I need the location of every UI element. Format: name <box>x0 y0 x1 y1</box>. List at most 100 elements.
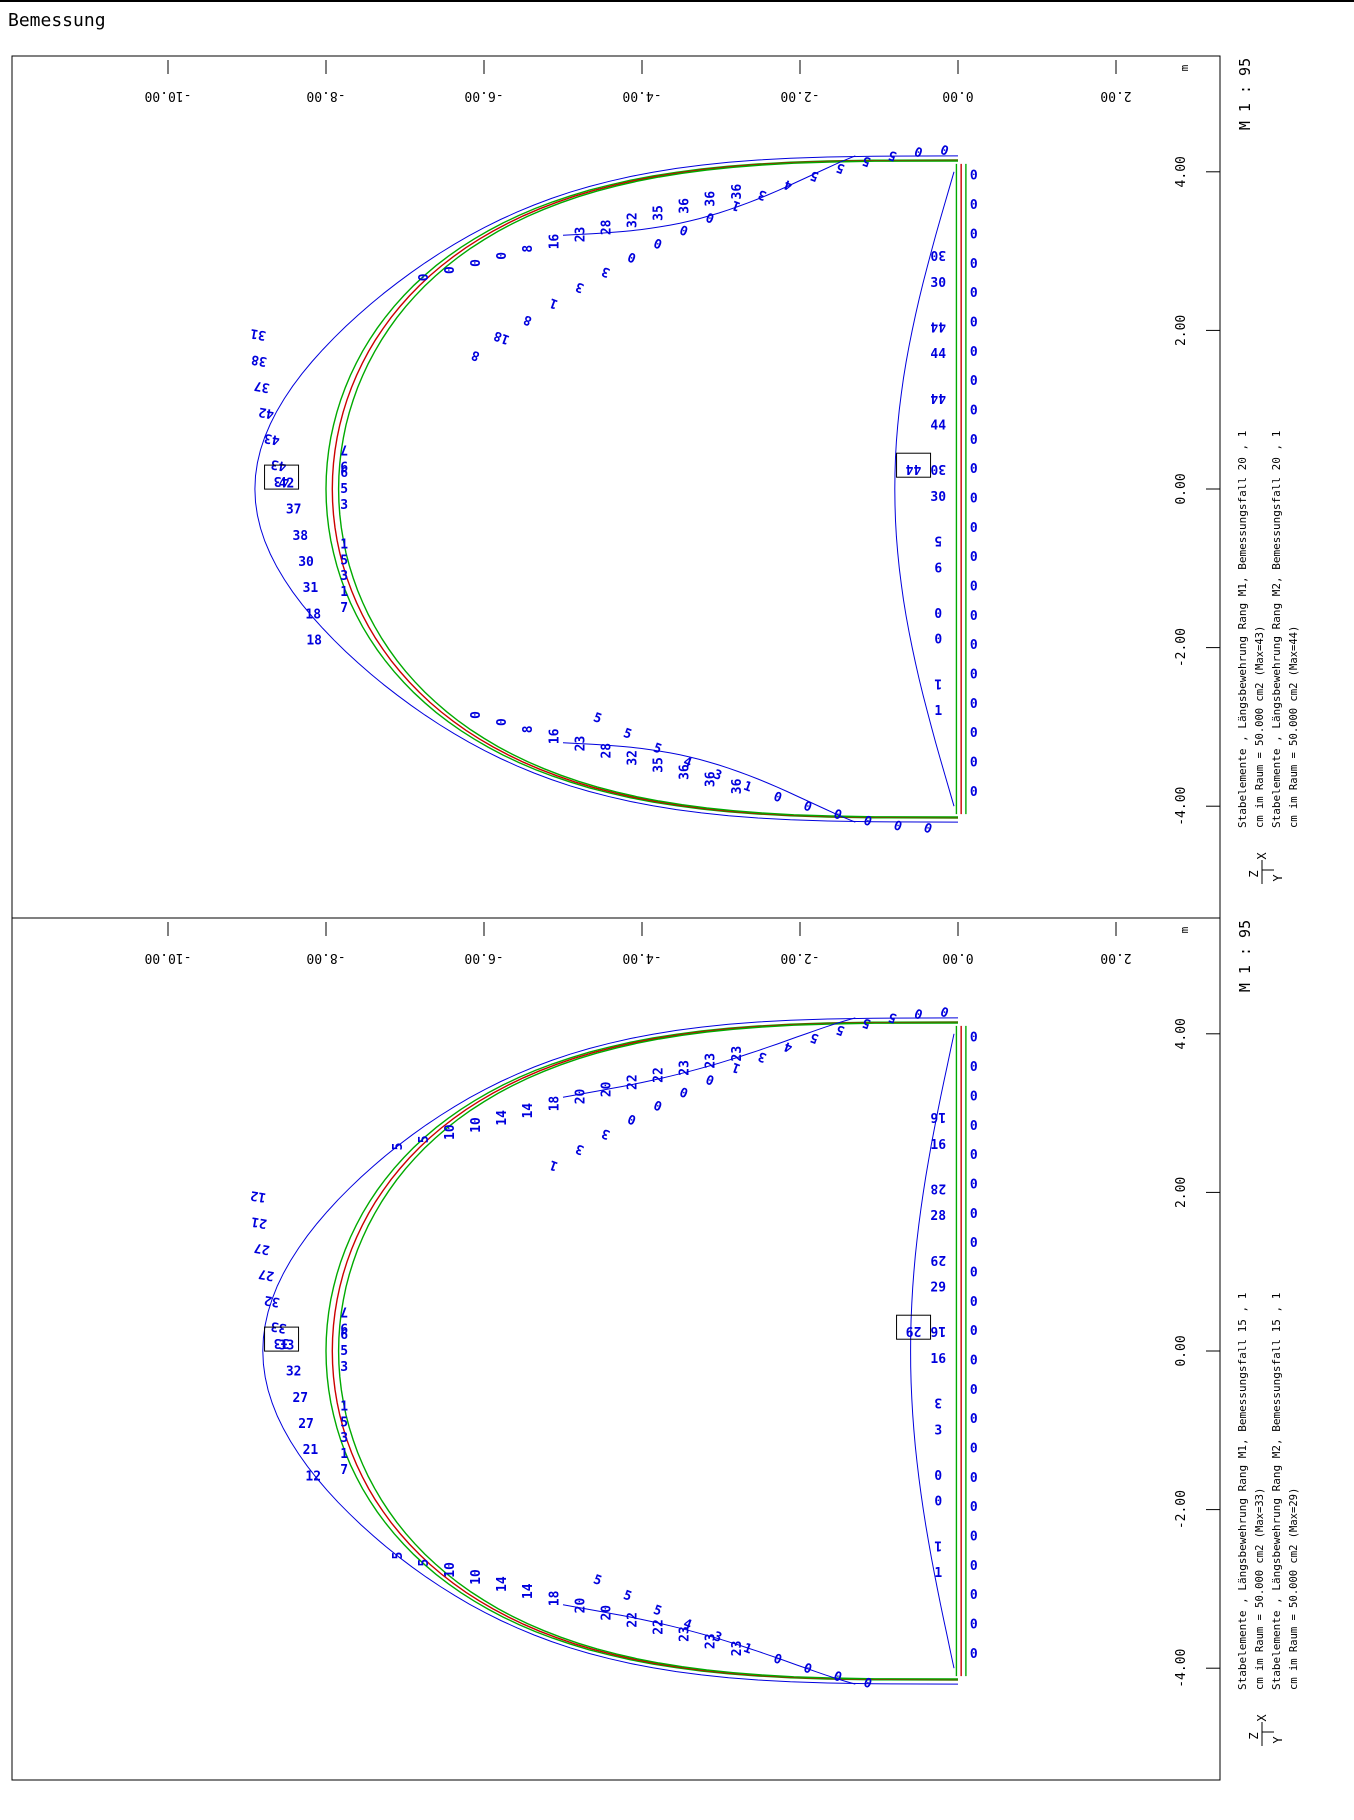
rim-bottom-value: 0 <box>921 821 934 838</box>
floor-value: 28 <box>930 1180 946 1195</box>
floor-zero: 0 <box>970 1442 978 1457</box>
rim-top-inner-value: 10 <box>469 1117 484 1133</box>
max-floor-value: 44 <box>906 461 922 476</box>
tick-label-right: 4.00 <box>1174 1018 1189 1049</box>
crown-inner-value: 3 <box>340 498 348 513</box>
floor-zero: 0 <box>970 403 978 418</box>
legend-line: cm im Raum = 50.000 cm2 (Max=29) <box>1288 1488 1300 1690</box>
rim-top-inner-value: 20 <box>573 1088 588 1104</box>
rim-top-value: 0 <box>626 248 639 265</box>
floor-value: 30 <box>930 461 946 476</box>
arch-member <box>325 159 959 819</box>
crown-inner-value: 7 <box>340 1463 348 1478</box>
legend-line: Stabelemente , Längsbewehrung Rang M2, B… <box>1270 1293 1283 1690</box>
floor-zero: 0 <box>970 374 978 389</box>
rim-bottom-inner-value: 10 <box>469 1569 484 1585</box>
crown-value: 18 <box>305 607 321 622</box>
crown-value: 42 <box>279 476 295 491</box>
crown-inner-value: 9 <box>340 457 348 472</box>
rim-bottom-inner-value: 23 <box>573 736 588 752</box>
scale-label: M 1 : 95 <box>1236 58 1254 130</box>
rim-bottom-inner-value: 23 <box>730 1641 745 1657</box>
tick-label-right: 2.00 <box>1174 1177 1189 1208</box>
tick-label-top: -10.00 <box>145 950 192 965</box>
max-crown-value: 33 <box>274 1335 290 1350</box>
rim-bottom-inner-value: 23 <box>678 1626 693 1642</box>
floor-zero: 0 <box>970 1236 978 1251</box>
legend-line: cm im Raum = 50.000 cm2 (Max=33) <box>1254 1488 1266 1690</box>
page-title: Bemessung <box>8 10 106 31</box>
floor-value: 30 <box>930 490 946 505</box>
rim-top-inner-value: 22 <box>625 1074 640 1090</box>
rim-top-value: 0 <box>939 1002 952 1019</box>
floor-value: 1 <box>934 675 942 690</box>
rim-bottom-inner-value: 5 <box>417 1559 432 1567</box>
crown-value: 18 <box>306 633 322 648</box>
tick-label-top: 2.00 <box>1100 950 1131 965</box>
rim-bottom-value: 5 <box>621 726 633 743</box>
rim-bottom-value: 5 <box>651 1603 663 1620</box>
tick-label-right: 0.00 <box>1174 1335 1189 1366</box>
legend-line: cm im Raum = 50.000 cm2 (Max=43) <box>1254 626 1266 828</box>
floor-zero: 0 <box>970 1295 978 1310</box>
rim-bottom-inner-value: 16 <box>547 728 562 744</box>
rim-bottom-value: 5 <box>591 1572 603 1589</box>
crown-value: 30 <box>298 555 314 570</box>
floor-zero: 0 <box>970 785 978 800</box>
floor-zero: 0 <box>970 1177 978 1192</box>
rim-top-value: 3 <box>574 278 586 295</box>
floor-zero: 0 <box>970 1383 978 1398</box>
axis-x: X <box>1255 852 1269 860</box>
tick-label-top: -6.00 <box>464 950 503 965</box>
crown-value: 37 <box>253 377 271 394</box>
crown-inner-value: 5 <box>340 553 348 568</box>
floor-value: 1 <box>934 704 942 719</box>
floor-value: 1 <box>934 1566 942 1581</box>
max-crown-value: 43 <box>274 473 290 488</box>
crown-value: 43 <box>263 430 281 447</box>
floor-result-curve <box>910 1033 955 1669</box>
axis-y: Y <box>1271 1736 1285 1744</box>
arch-member <box>337 1022 959 1680</box>
floor-zero: 0 <box>970 521 978 536</box>
crown-inner-value: 3 <box>340 569 348 584</box>
floor-zero: 0 <box>970 1148 978 1163</box>
floor-zero: 0 <box>970 1353 978 1368</box>
floor-zero: 0 <box>970 1500 978 1515</box>
floor-zero: 0 <box>970 1265 978 1280</box>
rim-top-inner-value: 35 <box>652 205 667 221</box>
floor-zero: 0 <box>970 1647 978 1662</box>
tick-label-top: -6.00 <box>464 88 503 103</box>
floor-zero: 0 <box>970 433 978 448</box>
rim-bottom-inner-value: 28 <box>599 743 614 759</box>
floor-zero: 0 <box>970 1324 978 1339</box>
rim-top-value: 1 <box>547 294 560 311</box>
floor-value: 3 <box>934 1423 942 1438</box>
rim-bottom-value: 0 <box>801 799 814 816</box>
rim-top-value: 5 <box>808 1029 820 1046</box>
tick-label-top: -4.00 <box>622 88 661 103</box>
floor-zero: 0 <box>970 726 978 741</box>
rim-top-value: 8 <box>521 311 534 328</box>
floor-zero: 0 <box>970 1207 978 1222</box>
rim-top-value: 3 <box>600 1125 612 1142</box>
floor-zero: 0 <box>970 491 978 506</box>
result-curve <box>562 742 856 823</box>
rim-bottom-inner-value: 22 <box>625 1612 640 1628</box>
crown-value: 21 <box>303 1443 319 1458</box>
floor-zero: 0 <box>970 1559 978 1574</box>
floor-zero: 0 <box>970 1089 978 1104</box>
axis-x: X <box>1255 1714 1269 1722</box>
tick-label-top: 2.00 <box>1100 88 1131 103</box>
rim-bottom-inner-value: 32 <box>625 750 640 766</box>
arch-member <box>337 160 959 818</box>
tick-label-top: 0.00 <box>942 950 973 965</box>
crown-inner-value: 1 <box>340 585 348 600</box>
floor-zero: 0 <box>970 462 978 477</box>
floor-zero: 0 <box>970 638 978 653</box>
rim-top-inner-value: 14 <box>495 1110 510 1126</box>
rim-top-value: 18 <box>492 327 512 347</box>
legend-line: Stabelemente , Längsbewehrung Rang M1, B… <box>1236 431 1249 828</box>
rim-top-inner-value: 20 <box>599 1081 614 1097</box>
floor-value: 44 <box>930 390 946 405</box>
